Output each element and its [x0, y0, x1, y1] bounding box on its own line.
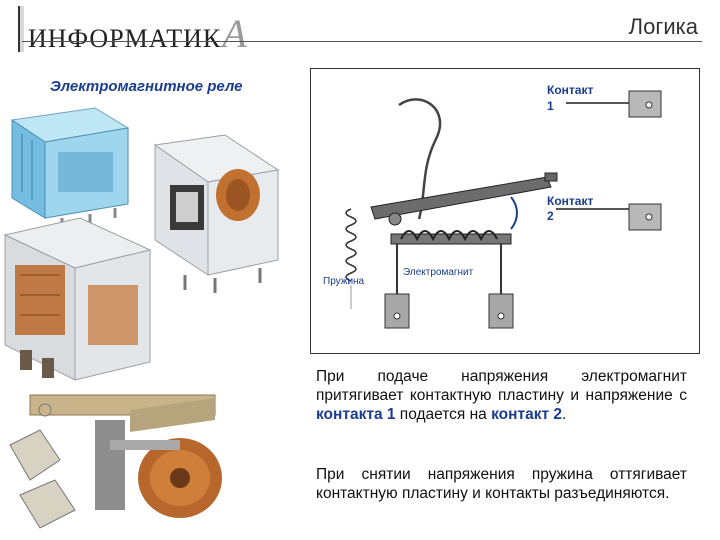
motion-arrow-icon: [510, 196, 518, 230]
contact-1-terminal-icon: [566, 90, 662, 118]
p1-text-1: При подаче напряжения электромагнит прит…: [316, 368, 687, 404]
logo-bar: [18, 6, 24, 52]
contact-2-terminal-icon: [556, 203, 662, 231]
logo-main-text: ИНФОРМАТИК: [28, 24, 222, 53]
feed-wire-icon: [398, 98, 442, 220]
coil-terminal-right-icon: [488, 293, 514, 329]
contact-1-label: Контакт: [547, 83, 594, 97]
slide-title: Электромагнитное реле: [50, 78, 243, 95]
electromagnet-label: Электромагнит: [403, 267, 474, 278]
contact-plate-icon: [370, 172, 558, 220]
logo-last-letter: А: [222, 11, 248, 56]
relay-photo-blue-icon: [10, 107, 130, 228]
p1-text-2: подается на: [395, 406, 492, 423]
spring-icon: [345, 208, 357, 282]
relay-diagram: Контакт 1 Контакт 2 Пружина Электромагни…: [310, 68, 700, 354]
spring-label: Пружина: [323, 276, 365, 287]
relay-photo-large-icon: [3, 217, 152, 381]
p1-highlight-contact-1: контакта 1: [316, 406, 396, 423]
electromagnet-icon: [390, 230, 512, 294]
contact-2-number: 2: [547, 209, 554, 223]
paragraph-voltage-off: При снятии напряжения пружина оттягивает…: [316, 466, 687, 502]
relay-photo-open-frame-icon: [9, 394, 222, 529]
relay-photo-clear-icon: [153, 134, 280, 293]
p1-highlight-contact-2: контакт 2: [491, 406, 562, 423]
relay-photos: [0, 100, 305, 540]
pivot-icon: [388, 212, 402, 226]
contact-1-number: 1: [547, 99, 554, 113]
logo: ИНФОРМАТИКА: [28, 10, 248, 57]
p1-text-3: .: [562, 406, 567, 423]
paragraph-voltage-on: При подаче напряжения электромагнит прит…: [316, 367, 687, 424]
header-divider: [22, 41, 702, 42]
section-title: Логика: [628, 14, 698, 39]
coil-terminal-left-icon: [384, 293, 410, 329]
contact-2-label: Контакт: [547, 194, 594, 208]
